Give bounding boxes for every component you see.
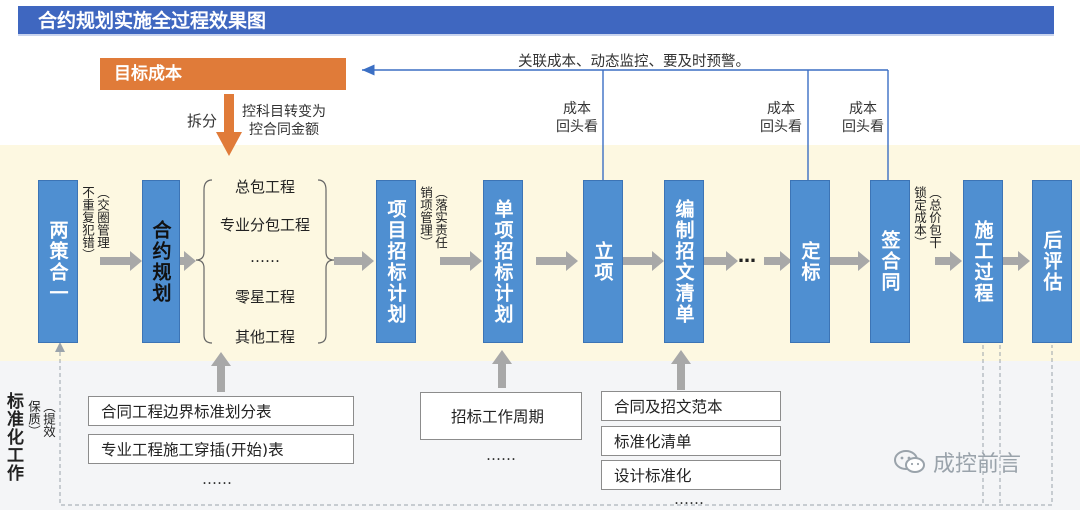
split-label: 拆分 xyxy=(187,112,218,130)
std-standard-bill: 标准化清单 xyxy=(601,426,781,456)
stage-bid-docs: 编制招文清单 xyxy=(664,180,704,343)
cost-lookback-note: 成本 回头看 xyxy=(760,101,802,135)
standardization-sub: （提效 保质） xyxy=(26,400,56,438)
stage-contract-planning: 合约规划 xyxy=(142,180,180,343)
contract-type-item: 专业分包工程 xyxy=(219,216,310,234)
watermark-logo: 成控前言 xyxy=(893,446,1021,478)
dashed-frame-arrow xyxy=(55,342,65,352)
cost-lookback-note: 成本 回头看 xyxy=(842,101,884,135)
stage-project-bid-plan: 项目招标计划 xyxy=(376,180,416,343)
stage-two-strategies: 两策合一 xyxy=(38,180,78,343)
std-contract-templates: 合同及招文范本 xyxy=(601,391,781,421)
stage-project-approval: 立项 xyxy=(583,180,623,343)
bid-plan-note: （落实责任 销项管理） xyxy=(418,186,448,249)
stage-construction: 施工过程 xyxy=(963,180,1003,343)
target-cost-box: 目标成本 xyxy=(100,58,346,90)
stage-arrows xyxy=(100,251,1030,271)
contract-note: （总价包干 锁定成本） xyxy=(912,186,942,249)
dashed-frame xyxy=(59,345,1053,506)
stage-single-bid-plan: 单项招标计划 xyxy=(483,180,523,343)
feedback-line xyxy=(362,64,889,180)
stage-ellipsis: … xyxy=(738,246,756,267)
logo-text: 成控前言 xyxy=(933,452,1022,477)
contract-type-item: 零星工程 xyxy=(234,288,295,306)
std-group2-more: …… xyxy=(486,446,516,464)
std-bid-cycle: 招标工作周期 xyxy=(420,392,582,440)
cost-lookback-note: 成本 回头看 xyxy=(556,101,598,135)
page-title: 合约规划实施全过程效果图 xyxy=(18,6,1054,36)
two-strategies-note: （交圈管理 不重复犯错） xyxy=(80,186,110,261)
transfer-note: 控科目转变为 控合同金额 xyxy=(242,104,326,138)
stage-award: 定标 xyxy=(790,180,830,343)
feedback-note: 关联成本、动态监控、要及时预警。 xyxy=(518,54,750,70)
std-design-standard: 设计标准化 xyxy=(601,460,781,490)
std-group3-more: …… xyxy=(674,490,704,508)
std-group1-more: …… xyxy=(202,470,232,488)
wechat-icon xyxy=(894,450,925,473)
standardization-up-arrows xyxy=(211,350,691,392)
std-boundary-table: 合同工程边界标准划分表 xyxy=(88,396,354,426)
contract-type-item: 其他工程 xyxy=(234,328,295,346)
orange-down-arrow xyxy=(216,94,242,156)
stage-sign-contract: 签合同 xyxy=(870,180,910,343)
stage-post-evaluation: 后评估 xyxy=(1032,180,1072,343)
contract-type-item: …… xyxy=(250,248,280,266)
standardization-label: 标准化工作 xyxy=(3,392,23,482)
std-interleave-table: 专业工程施工穿插(开始)表 xyxy=(88,434,354,464)
contract-type-item: 总包工程 xyxy=(234,178,295,196)
